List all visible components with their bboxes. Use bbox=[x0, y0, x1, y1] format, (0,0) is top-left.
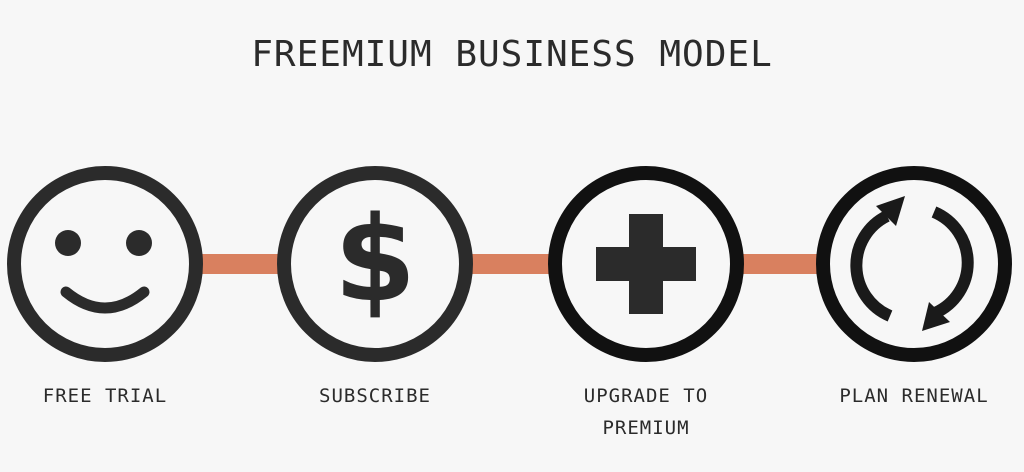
connector-2-3 bbox=[470, 254, 552, 274]
step-label-line1: SUBSCRIBE bbox=[319, 385, 431, 407]
step-label-upgrade: UPGRADE TO PREMIUM bbox=[546, 380, 746, 444]
step-subscribe: $ bbox=[277, 166, 473, 362]
step-ring bbox=[816, 166, 1012, 362]
step-plan-renewal bbox=[816, 166, 1012, 362]
svg-text:$: $ bbox=[334, 190, 416, 328]
step-free-trial bbox=[7, 166, 203, 362]
step-label-line1: PLAN RENEWAL bbox=[839, 385, 989, 407]
step-ring bbox=[277, 166, 473, 362]
step-label-plan-renewal: PLAN RENEWAL bbox=[814, 380, 1014, 412]
step-upgrade bbox=[548, 166, 744, 362]
connector-3-4 bbox=[742, 254, 824, 274]
renewal-arrows-icon bbox=[850, 196, 974, 331]
step-label-line2: PREMIUM bbox=[602, 417, 690, 439]
step-label-line1: UPGRADE TO bbox=[583, 385, 709, 407]
step-label-free-trial: FREE TRIAL bbox=[5, 380, 205, 412]
dollar-sign-icon: $ bbox=[334, 190, 416, 328]
plus-icon bbox=[596, 214, 696, 314]
step-label-line1: FREE TRIAL bbox=[42, 385, 168, 407]
step-ring bbox=[7, 166, 203, 362]
connector-1-2 bbox=[198, 254, 280, 274]
smiley-face-icon bbox=[55, 230, 152, 314]
page-title: FREEMIUM BUSINESS MODEL bbox=[251, 34, 773, 75]
step-label-subscribe: SUBSCRIBE bbox=[275, 380, 475, 412]
